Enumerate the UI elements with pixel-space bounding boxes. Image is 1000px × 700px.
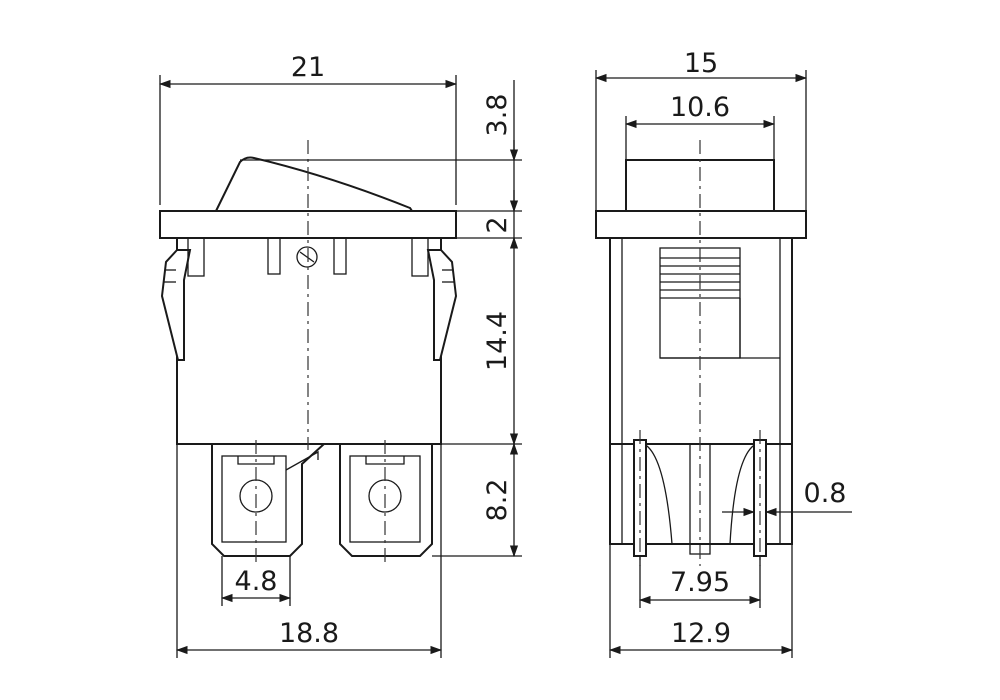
dim-terminal-width: 4.8	[235, 566, 278, 597]
dim-side-rocker-width: 10.6	[670, 92, 730, 123]
front-dimensions: 21 3.8 2 14.4 8.2 4.8 18.8	[158, 52, 522, 658]
side-view	[595, 140, 807, 566]
dim-flange-height: 2	[482, 216, 513, 233]
dim-terminal-height: 8.2	[482, 479, 513, 522]
dim-side-body-width: 12.9	[671, 618, 731, 649]
side-dimensions: 15 10.6 0.8 7.95 12.9	[594, 48, 852, 658]
dim-front-body-width: 18.8	[279, 618, 339, 649]
pivot-screw	[296, 246, 318, 268]
dim-side-width: 15	[684, 48, 718, 79]
dim-pin-spacing: 7.95	[670, 567, 730, 598]
dim-rocker-height: 3.8	[482, 94, 513, 137]
left-terminal	[211, 443, 327, 557]
right-latch	[426, 249, 458, 361]
front-housing	[176, 237, 442, 445]
side-flange	[595, 210, 807, 239]
right-terminal	[339, 443, 433, 557]
front-view	[159, 140, 458, 566]
dim-body-height: 14.4	[482, 311, 513, 371]
left-latch	[160, 249, 192, 361]
dim-pin-thickness: 0.8	[804, 478, 847, 509]
rocker-actuator	[214, 156, 414, 212]
dim-front-width: 21	[291, 52, 325, 83]
